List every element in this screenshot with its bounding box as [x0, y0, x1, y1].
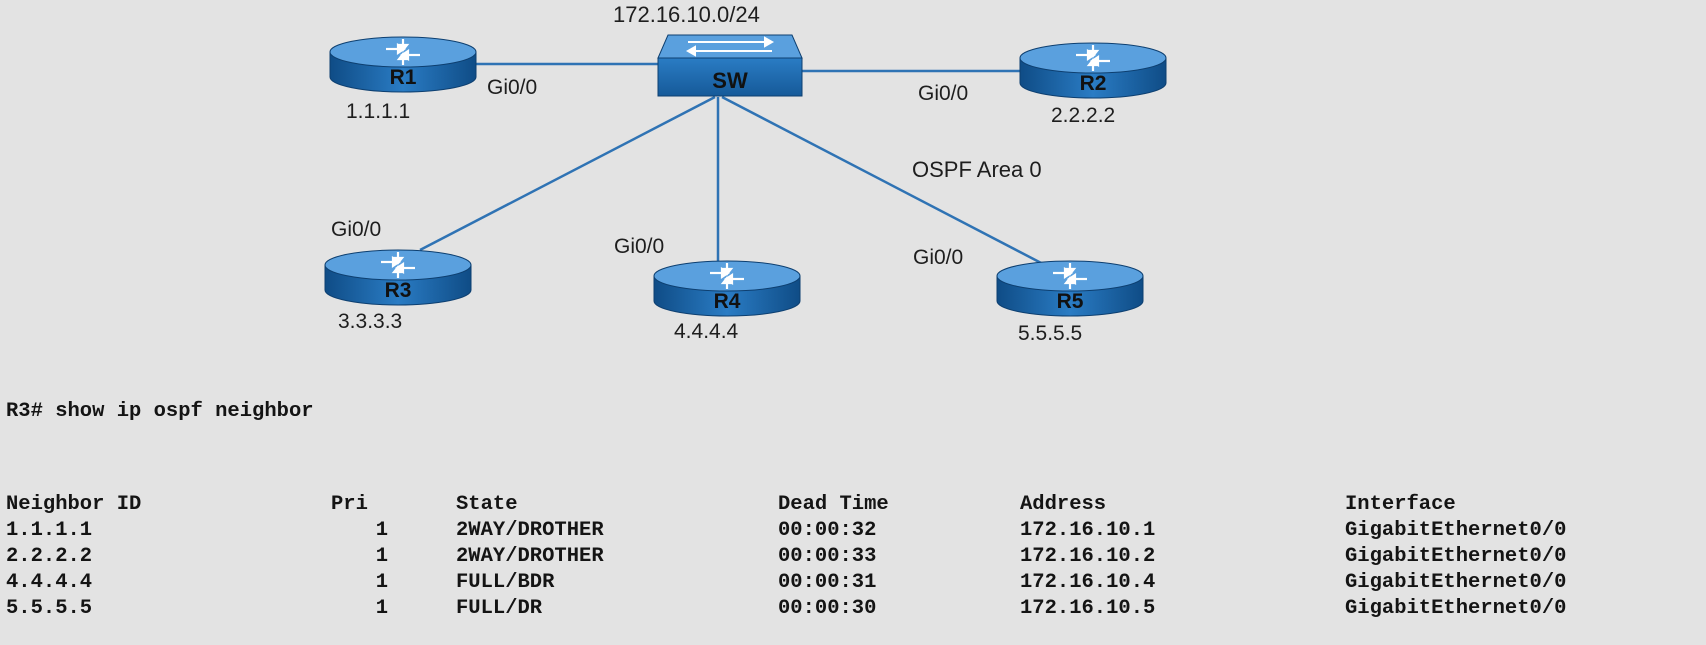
- router-r4-interface: Gi0/0: [614, 235, 664, 258]
- router-r5: R5: [995, 259, 1145, 318]
- router-r2-id: 2.2.2.2: [1051, 104, 1115, 127]
- cell-neighbor-id: 2.2.2.2: [6, 545, 93, 568]
- router-r1: R1: [328, 35, 478, 94]
- cell-dead-time: 00:00:31: [778, 571, 877, 594]
- switch-label: SW: [712, 68, 748, 93]
- header-neighbor-id: Neighbor ID: [6, 493, 142, 516]
- table-row: 1.1.1.1 1 2WAY/DROTHER 00:00:32 172.16.1…: [6, 518, 1685, 544]
- table-header-row: Neighbor ID Pri State Dead Time Address …: [6, 492, 1685, 518]
- header-interface: Interface: [1345, 493, 1456, 516]
- cell-pri: 1: [375, 571, 388, 594]
- cell-state: FULL/DR: [456, 597, 543, 620]
- network-topology-diagram: SW R1 R2 R3 R4 R5 172.16.10.0/24 OSPF Ar…: [323, 2, 1168, 345]
- cell-neighbor-id: 1.1.1.1: [6, 519, 93, 542]
- cell-neighbor-id: 5.5.5.5: [6, 597, 93, 620]
- cell-pri: 1: [375, 597, 388, 620]
- area-label: OSPF Area 0: [912, 157, 1042, 182]
- cell-neighbor-id: 4.4.4.4: [6, 571, 93, 594]
- header-state: State: [456, 493, 518, 516]
- router-r2-label: R2: [1080, 72, 1107, 95]
- link-sw-r5: [721, 95, 1046, 267]
- cell-interface: GigabitEthernet0/0: [1345, 597, 1567, 620]
- router-r1-id: 1.1.1.1: [346, 100, 410, 123]
- cell-pri: 1: [375, 519, 388, 542]
- router-r3: R3: [323, 248, 473, 307]
- cell-address: 172.16.10.2: [1020, 545, 1156, 568]
- switch-icon: [657, 34, 803, 97]
- cell-address: 172.16.10.4: [1020, 571, 1156, 594]
- cell-dead-time: 00:00:32: [778, 519, 877, 542]
- header-dead-time: Dead Time: [778, 493, 889, 516]
- link-sw-r3: [419, 95, 716, 252]
- cell-state: 2WAY/DROTHER: [456, 545, 604, 568]
- header-address: Address: [1020, 493, 1107, 516]
- router-r3-interface: Gi0/0: [331, 218, 381, 241]
- router-r3-label: R3: [385, 279, 412, 302]
- table-row: 5.5.5.5 1 FULL/DR 00:00:30 172.16.10.5 G…: [6, 596, 1685, 622]
- router-r4: R4: [652, 259, 802, 318]
- router-r2: R2: [1018, 41, 1168, 100]
- ospf-neighbor-table: Neighbor ID Pri State Dead Time Address …: [6, 492, 1685, 622]
- router-r4-id: 4.4.4.4: [674, 320, 739, 343]
- cell-interface: GigabitEthernet0/0: [1345, 519, 1567, 542]
- cell-pri: 1: [375, 545, 388, 568]
- header-pri: Pri: [331, 493, 368, 516]
- router-r4-label: R4: [714, 290, 741, 313]
- cli-output: R3# show ip ospf neighbor Neighbor ID Pr…: [6, 352, 1685, 645]
- cell-dead-time: 00:00:30: [778, 597, 877, 620]
- router-r2-interface: Gi0/0: [918, 82, 968, 105]
- cell-address: 172.16.10.1: [1020, 519, 1156, 542]
- router-r5-label: R5: [1057, 290, 1084, 313]
- cell-interface: GigabitEthernet0/0: [1345, 545, 1567, 568]
- router-r3-id: 3.3.3.3: [338, 310, 402, 333]
- table-row: 4.4.4.4 1 FULL/BDR 00:00:31 172.16.10.4 …: [6, 570, 1685, 596]
- router-r5-id: 5.5.5.5: [1018, 322, 1082, 345]
- cli-command: R3# show ip ospf neighbor: [6, 400, 314, 423]
- router-r1-interface: Gi0/0: [487, 76, 537, 99]
- cell-dead-time: 00:00:33: [778, 545, 877, 568]
- subnet-label: 172.16.10.0/24: [613, 2, 760, 27]
- router-r1-label: R1: [390, 66, 417, 89]
- table-row: 2.2.2.2 1 2WAY/DROTHER 00:00:33 172.16.1…: [6, 544, 1685, 570]
- cell-state: FULL/BDR: [456, 571, 555, 594]
- cell-interface: GigabitEthernet0/0: [1345, 571, 1567, 594]
- router-r5-interface: Gi0/0: [913, 246, 963, 269]
- cell-address: 172.16.10.5: [1020, 597, 1156, 620]
- cell-state: 2WAY/DROTHER: [456, 519, 604, 542]
